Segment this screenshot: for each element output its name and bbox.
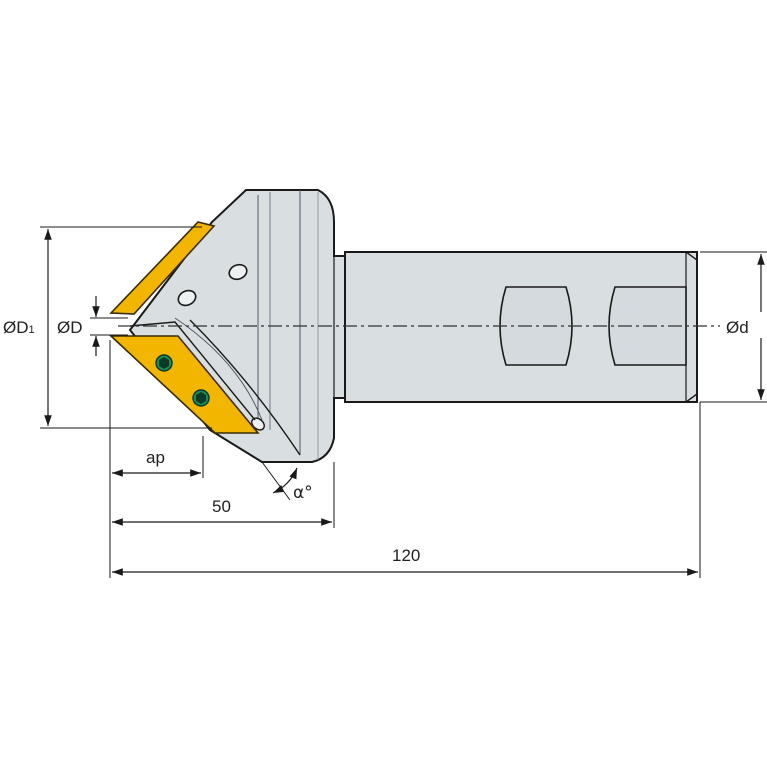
shank-chamfer [685, 251, 698, 403]
dimension-d: Ød [700, 251, 767, 403]
coolant-hole-3 [251, 417, 265, 431]
screw-icon [192, 389, 210, 407]
label-d: Ød [726, 318, 749, 337]
insert-upper [109, 221, 216, 315]
chip-groove-2 [174, 317, 263, 421]
insert-lower [108, 321, 260, 434]
label-D: ØD [57, 318, 83, 337]
label-120: 120 [392, 546, 420, 565]
dimension-D1: ØD1 [2, 226, 212, 429]
insert-upper-body [109, 221, 216, 315]
label-ap: ap [146, 448, 165, 467]
dimension-ap: ap [109, 340, 204, 578]
dimension-50: 50 [112, 462, 335, 528]
shank [344, 251, 698, 403]
dimension-alpha: α° [261, 461, 313, 503]
label-50: 50 [212, 497, 231, 516]
insert-pocket [129, 321, 256, 421]
dimension-D: ØD [57, 296, 128, 356]
label-D1: ØD1 [3, 318, 35, 337]
screw-icon [155, 354, 173, 372]
chip-groove [189, 319, 301, 456]
coolant-hole-1 [228, 263, 248, 281]
dimension-120: 120 [112, 402, 701, 578]
insert-lower-body [108, 335, 260, 434]
coolant-hole-2 [177, 289, 197, 307]
label-alpha: α° [293, 483, 313, 503]
